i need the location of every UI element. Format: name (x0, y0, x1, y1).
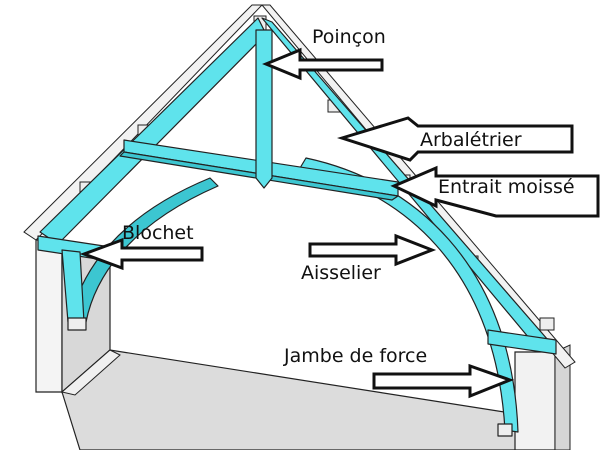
label-poincon: Poinçon (312, 26, 386, 48)
right-wall (514, 351, 556, 450)
arrow-poincon (262, 47, 384, 81)
timber-frame (37, 17, 557, 437)
wall-plate-right (539, 317, 555, 331)
arrow-arbaletrier (336, 116, 574, 162)
arrow-jambe (372, 363, 515, 399)
label-aisselier: Aisselier (301, 262, 381, 284)
right-wall-side (554, 344, 571, 450)
hammer-beam-right (487, 329, 557, 355)
label-entrait-moisse: Entrait moissé (438, 176, 575, 198)
king-post (255, 29, 273, 189)
walls (35, 239, 571, 450)
corbel-left (67, 317, 87, 331)
brace-left (69, 177, 219, 323)
left-wall (35, 239, 63, 393)
corbel-right (497, 423, 513, 437)
arrow-entrait (390, 165, 600, 218)
labels: Poinçon Arbalétrier Entrait moissé Bloch… (122, 26, 575, 367)
label-jambe-de-force: Jambe de force (283, 345, 427, 367)
arrow-aisselier (308, 233, 437, 267)
arrows (79, 47, 600, 399)
roof-edge-left (23, 4, 264, 241)
back-wall-top (60, 349, 121, 396)
arrow-blochet (79, 237, 204, 271)
label-blochet: Blochet (122, 222, 194, 244)
label-arbaletrier: Arbalétrier (420, 129, 522, 151)
